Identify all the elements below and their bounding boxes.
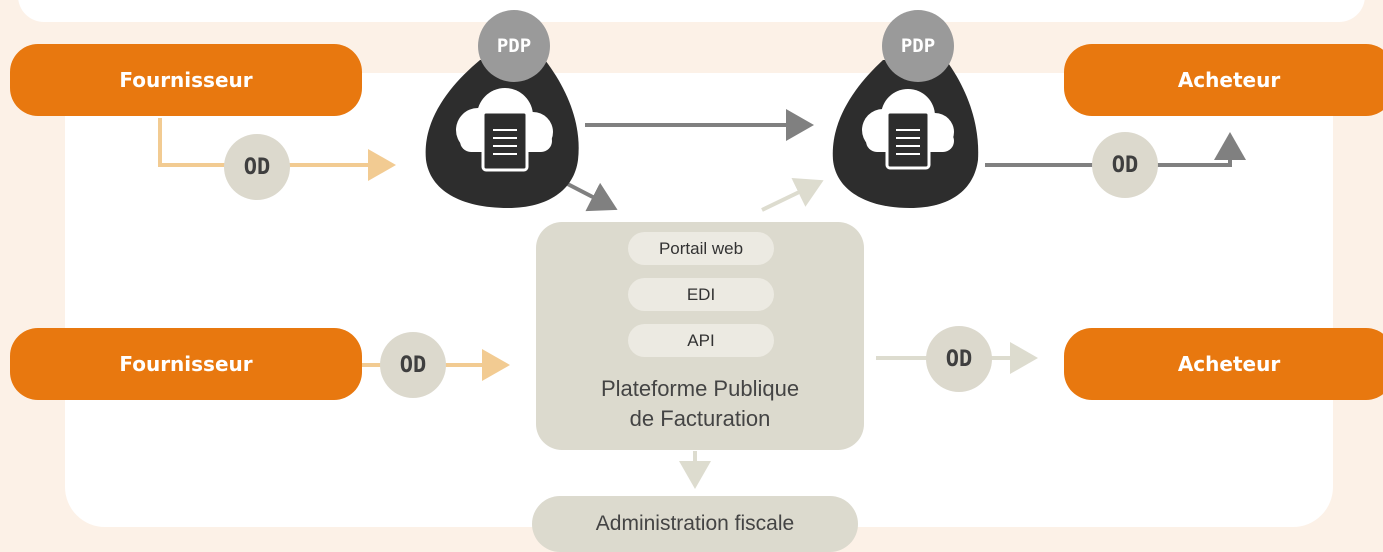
od-label-4: OD	[945, 346, 973, 372]
supplier-label-1: Fournisseur	[119, 68, 253, 92]
supplier-label-2: Fournisseur	[119, 352, 253, 376]
tax-administration-box: Administration fiscale	[532, 496, 858, 552]
supplier-box-2: Fournisseur	[10, 328, 362, 400]
pdp-drop-icon	[832, 60, 979, 208]
channel-label: API	[687, 330, 715, 350]
pdp-label-1: PDP	[496, 35, 532, 57]
platform-name: Plateforme Publique de Facturation	[536, 374, 864, 434]
pdp-node-1	[420, 50, 590, 210]
channel-edi: EDI	[628, 278, 774, 311]
channel-portail-web: Portail web	[628, 232, 774, 265]
document-icon	[885, 110, 931, 170]
top-panel	[18, 0, 1365, 22]
od-circle-4: OD	[926, 326, 992, 392]
pdp-drop-icon	[425, 60, 579, 208]
pdp-label-2: PDP	[900, 35, 936, 57]
buyer-label-1: Acheteur	[1177, 68, 1281, 92]
channel-label: EDI	[686, 284, 716, 304]
platform-name-line-2: de Facturation	[629, 406, 771, 431]
od-label-3: OD	[399, 352, 427, 378]
pdp-badge-2: PDP	[882, 10, 954, 82]
arrow-pdp2-to-buyer1	[985, 132, 1246, 167]
admin-label: Administration fiscale	[595, 512, 795, 535]
channel-api: API	[628, 324, 774, 357]
od-circle-2: OD	[1092, 132, 1158, 198]
od-label-1: OD	[243, 154, 271, 180]
arrow-platform-to-pdp2	[761, 178, 824, 212]
od-circle-1: OD	[224, 134, 290, 200]
channel-label: Portail web	[658, 238, 744, 258]
document-icon	[481, 110, 529, 172]
od-circle-3: OD	[380, 332, 446, 398]
platform-name-line-1: Plateforme Publique	[600, 376, 800, 401]
buyer-box-2: Acheteur	[1064, 328, 1383, 400]
pdp-badge-1: PDP	[478, 10, 550, 82]
buyer-label-2: Acheteur	[1177, 352, 1281, 376]
od-label-2: OD	[1111, 152, 1139, 178]
buyer-box-1: Acheteur	[1064, 44, 1383, 116]
arrow-supplier1-to-pdp1	[158, 118, 396, 181]
public-invoicing-platform: Portail web EDI API Plateforme Publique …	[536, 222, 864, 450]
pdp-node-2	[828, 50, 988, 210]
supplier-box-1: Fournisseur	[10, 44, 362, 116]
